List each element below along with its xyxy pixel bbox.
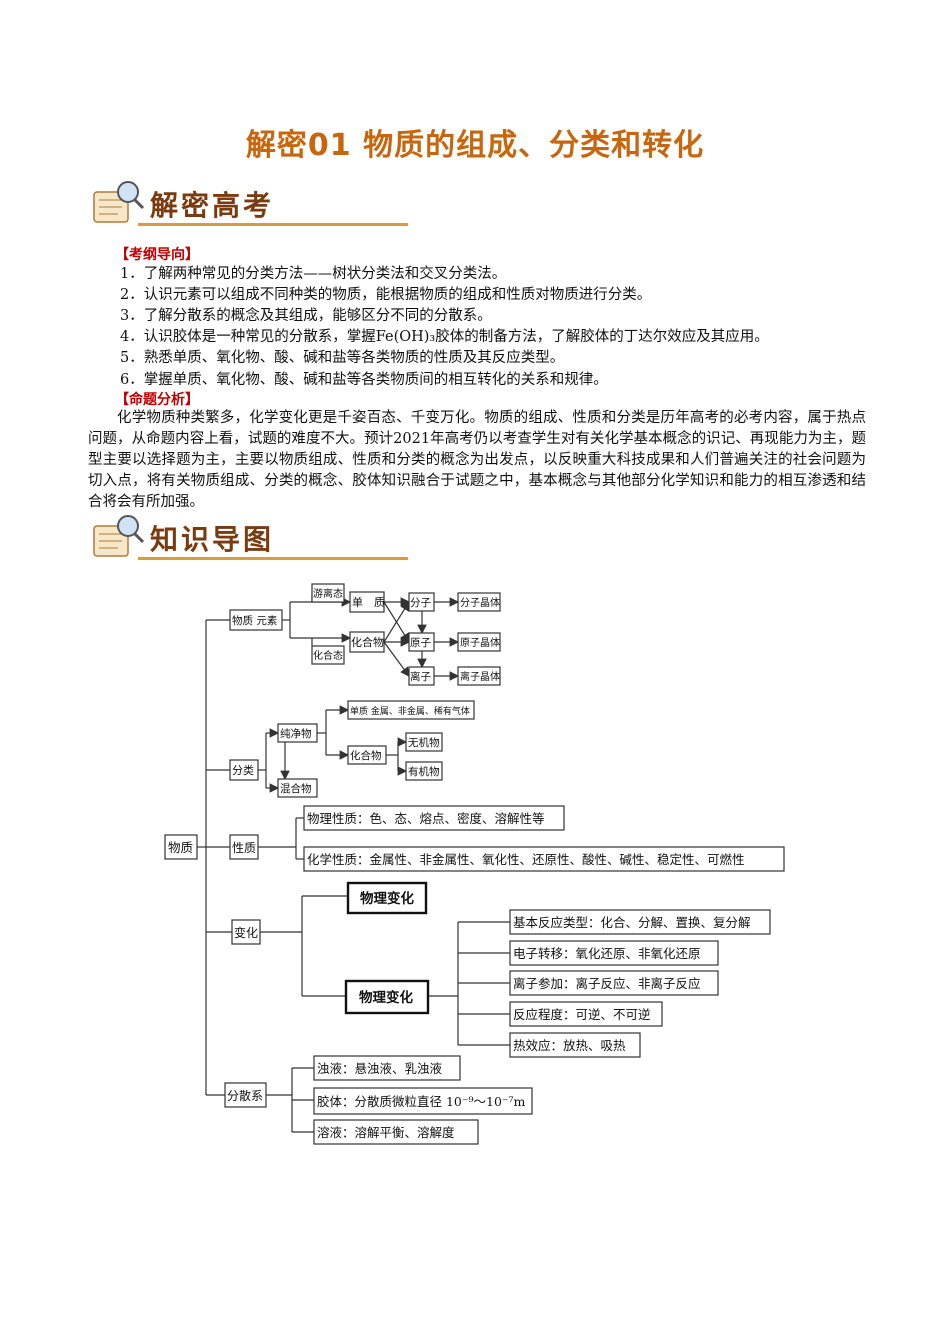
node-label: 单 质: [352, 596, 385, 609]
outline-item: 2．认识元素可以组成不同种类的物质，能根据物质的组成和性质对物质进行分类。: [120, 287, 652, 303]
page-title: 解密01 物质的组成、分类和转化: [245, 128, 705, 163]
notepad-magnifier-icon: [93, 181, 145, 223]
node-label: 分子: [410, 597, 431, 609]
node-label: 离子参加：离子反应、非离子反应: [513, 976, 701, 991]
node-reaction-5: [509, 1032, 641, 1058]
banner-label: 知识导图: [150, 523, 275, 556]
node-label: 游离态: [313, 587, 343, 600]
mind-map: 物质 物质 元素 游离态 化合态 单 质 化合物 分子 原子 离子 分子晶体 原…: [164, 583, 785, 1145]
banner-jiemi-gaokao: 解密高考: [88, 178, 408, 234]
node-label: 物理性质：色、态、熔点、密度、溶解性等: [307, 811, 545, 826]
notepad-magnifier-icon: [93, 515, 145, 557]
node-label: 化合物: [350, 749, 382, 762]
node-label: 纯净物: [280, 727, 312, 740]
node-root-label: 物质: [168, 840, 193, 855]
outline-item: 3．了解分散系的概念及其组成，能够区分不同的分散系。: [120, 308, 492, 324]
node-label: 热效应：放热、吸热: [513, 1038, 626, 1053]
outline-heading: 【考纲导向】: [115, 247, 199, 263]
node-label: 浊液：悬浊液、乳浊液: [317, 1061, 443, 1076]
banner-label: 解密高考: [150, 189, 275, 222]
node-huaxue-bianhua: [344, 979, 430, 1015]
node-label: 分散系: [227, 1088, 263, 1103]
node-lizijingti: [457, 666, 501, 686]
node-label: 分子晶体: [460, 597, 500, 609]
node-reaction-1: [509, 909, 771, 935]
node-yuanzijingti: [457, 632, 501, 652]
node-fenzi: [408, 592, 435, 612]
node-fensanxi: [224, 1082, 267, 1108]
banner-zhishi-daotu: 知识导图: [88, 512, 408, 568]
node-label: 无机物: [408, 736, 440, 749]
node-xingzhi: [229, 834, 259, 860]
node-root: [164, 834, 198, 860]
node-label: 离子: [410, 670, 431, 683]
node-huahewu-2: [347, 745, 387, 765]
banner-rule: [138, 223, 408, 226]
node-huahe: [311, 645, 345, 665]
node-youli: [311, 583, 345, 603]
node-label: 物质 元素: [232, 614, 277, 627]
node-label: 胶体：分散质微粒直径 10⁻⁹～10⁻⁷m: [317, 1094, 526, 1109]
node-wuzhi-yuansu: [229, 609, 283, 631]
banner-rule: [138, 557, 408, 560]
node-bianhua: [231, 919, 261, 945]
node-huaxue-xingzhi: [303, 846, 785, 872]
node-label: 化合态: [313, 649, 343, 662]
node-wuli-bianhua: [346, 881, 428, 915]
node-lizi: [408, 666, 435, 686]
node-label: 有机物: [408, 765, 440, 778]
node-label: 化合物: [351, 635, 384, 649]
node-fenlei: [229, 759, 259, 781]
outline-item: 4．认识胶体是一种常见的分散系，掌握Fe(OH)₃胶体的制备方法，了解胶体的丁达…: [120, 329, 769, 345]
node-jiaoti: [313, 1087, 533, 1115]
node-label: 物理变化: [359, 989, 413, 1006]
node-label: 电子转移：氧化还原、非氧化还原: [513, 946, 701, 961]
node-wuli-xingzhi: [303, 805, 565, 831]
node-label: 变化: [234, 925, 258, 940]
analysis-heading: 【命题分析】: [115, 392, 199, 408]
node-label: 化学性质：金属性、非金属性、氧化性、还原性、酸性、碱性、稳定性、可燃性: [307, 852, 745, 867]
node-fenzijingti: [457, 592, 501, 612]
node-reaction-4: [509, 1001, 663, 1027]
node-label: 单质 金属、非金属、稀有气体: [350, 705, 470, 717]
outline-item: 5．熟悉单质、氧化物、酸、碱和盐等各类物质的性质及其反应类型。: [120, 350, 565, 366]
node-danzhi: [349, 591, 385, 613]
node-reaction-2: [509, 940, 719, 966]
node-label: 溶液：溶解平衡、溶解度: [317, 1125, 455, 1140]
node-rongye: [313, 1119, 479, 1145]
node-label: 物理变化: [360, 890, 414, 907]
node-zhuoye: [313, 1055, 461, 1081]
node-label: 分类: [232, 763, 254, 777]
node-label: 基本反应类型：化合、分解、置换、复分解: [513, 915, 751, 930]
node-danzhi-types: [347, 700, 475, 720]
node-label: 反应程度：可逆、不可逆: [513, 1007, 651, 1022]
node-label: 离子晶体: [460, 670, 500, 683]
node-huahewu: [349, 631, 385, 653]
node-chunjing: [277, 723, 318, 743]
analysis-paragraph: 化学物质种类繁多，化学变化更是千姿百态、千变万化。物质的组成、性质和分类是历年高…: [88, 410, 866, 510]
node-hunhe: [277, 778, 318, 798]
node-yuanzi: [408, 632, 435, 652]
node-label: 混合物: [280, 782, 312, 795]
node-label: 原子: [410, 637, 431, 649]
node-reaction-3: [509, 970, 719, 996]
node-label: 原子晶体: [460, 637, 500, 649]
outline-item: 1．了解两种常见的分类方法——树状分类法和交叉分类法。: [120, 266, 507, 282]
outline-item: 6．掌握单质、氧化物、酸、碱和盐等各类物质间的相互转化的关系和规律。: [120, 372, 608, 388]
node-wuji: [405, 732, 443, 752]
node-label: 性质: [232, 841, 256, 855]
node-youji: [405, 761, 443, 781]
